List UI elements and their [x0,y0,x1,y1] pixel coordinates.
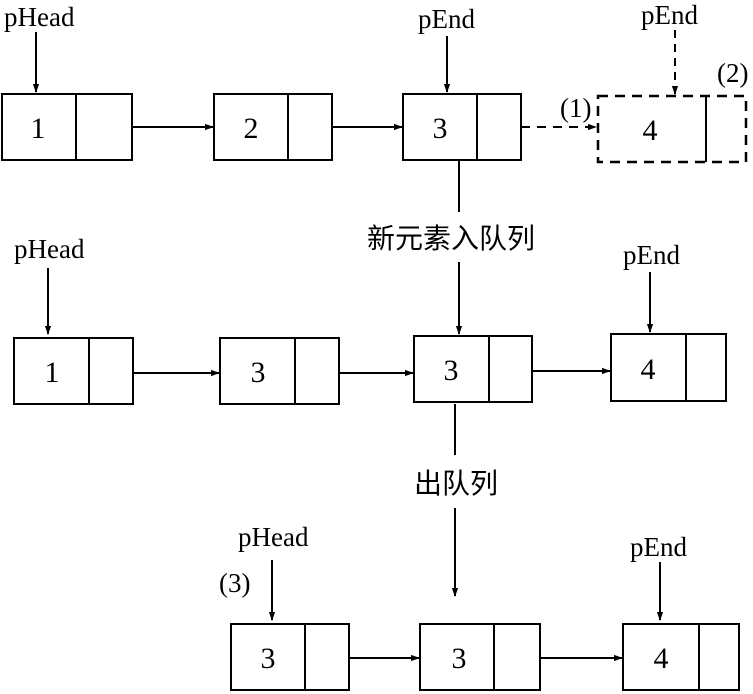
row3-node-2: 3 [419,623,541,691]
row1-node-4-value: 4 [643,114,658,147]
row1-phead-label: pHead [4,2,75,32]
transition1-label: 新元素入队列 [367,222,535,255]
row1-node-1-value: 1 [31,112,46,145]
row3-pend-label: pEnd [630,532,687,562]
row1-node-4-new: 4 [596,94,748,164]
row2-node-2-value: 3 [251,356,266,389]
row3-node-1-value: 3 [261,642,276,675]
row1-new-pend-label: pEnd [641,0,698,30]
row1-node-3: 3 [402,93,522,161]
row2-node-1-value: 1 [45,356,60,389]
row2-phead-label: pHead [14,234,85,264]
row1-step1-label: (1) [560,93,591,123]
row2-pend-label: pEnd [623,240,680,270]
row3-step3-label: (3) [219,568,250,598]
row2-node-3-value: 3 [444,354,459,387]
row2-node-4-value: 4 [641,353,656,386]
row1-pend-label: pEnd [418,4,475,34]
row2-node-3: 3 [413,335,533,403]
row3-node-2-value: 3 [452,642,467,675]
row2-node-4: 4 [610,333,727,402]
row3-phead-label: pHead [238,522,309,552]
row1-node-1: 1 [1,93,133,161]
row3-node-3: 4 [622,623,740,691]
transition2-label: 出队列 [414,467,498,500]
row1-node-3-value: 3 [433,112,448,145]
row2-node-1: 1 [13,337,134,405]
row3-node-3-value: 4 [654,642,669,675]
row1-step2-label: (2) [717,58,748,88]
row2-node-2: 3 [219,337,340,405]
row1-node-2: 2 [213,93,333,161]
row3-node-1: 3 [230,623,350,691]
row1-node-2-value: 2 [244,112,259,145]
